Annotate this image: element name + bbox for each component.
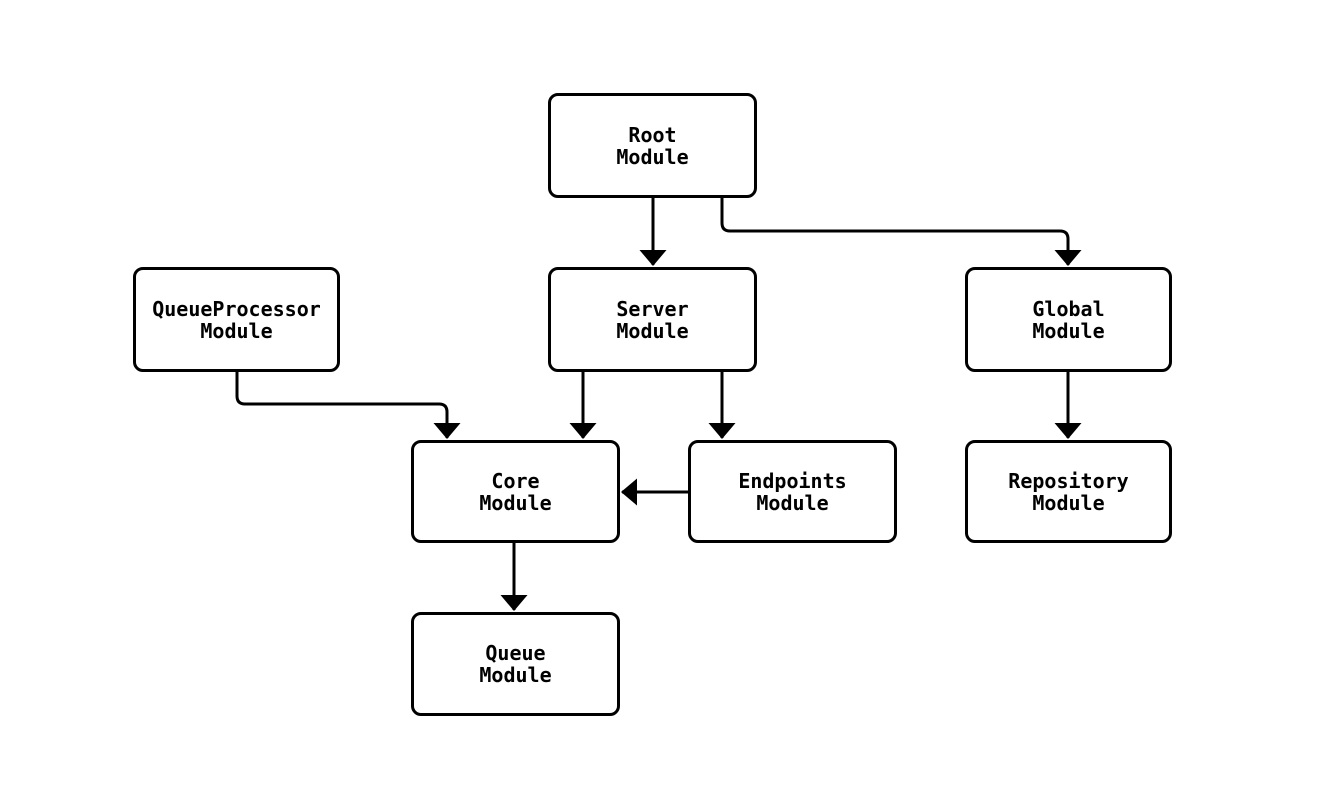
node-repository: Repository Module (965, 440, 1172, 543)
node-core-label: Core Module (479, 468, 552, 515)
edge-root-global (720, 198, 1082, 266)
node-core: Core Module (411, 440, 620, 543)
node-queueprocessor: QueueProcessor Module (133, 267, 340, 372)
node-root: Root Module (548, 93, 757, 198)
node-global: Global Module (965, 267, 1172, 372)
edge-group (235, 198, 1082, 611)
node-server-label: Server Module (616, 296, 689, 343)
edge-queueprocessor-core (235, 372, 461, 439)
node-queue: Queue Module (411, 612, 620, 716)
node-server: Server Module (548, 267, 757, 372)
node-repository-label: Repository Module (1008, 468, 1129, 515)
node-endpoints: Endpoints Module (688, 440, 897, 543)
node-endpoints-label: Endpoints Module (738, 468, 847, 515)
node-root-label: Root Module (616, 122, 689, 169)
node-queueprocessor-label: QueueProcessor Module (152, 296, 321, 343)
node-global-label: Global Module (1032, 296, 1105, 343)
node-queue-label: Queue Module (479, 641, 552, 687)
